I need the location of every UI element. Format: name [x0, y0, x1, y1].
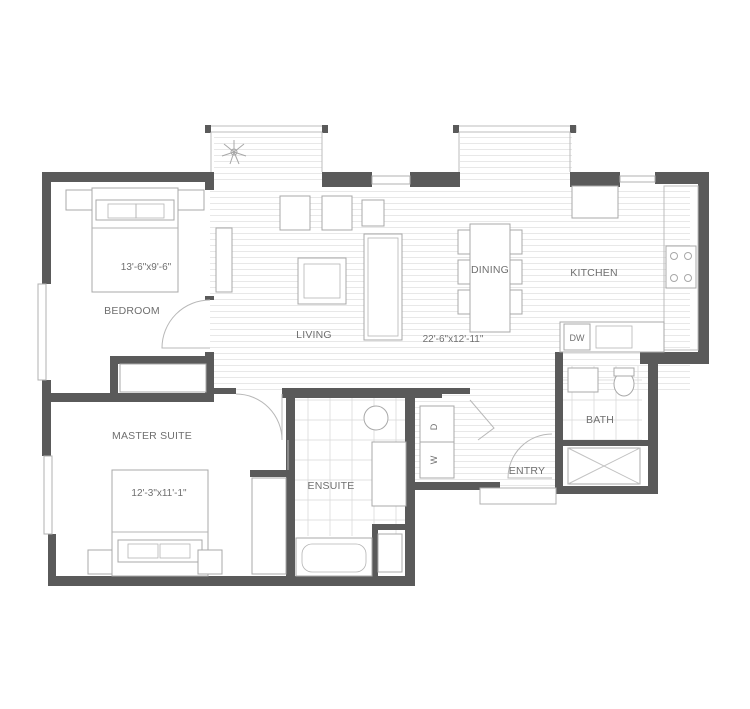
bath-label: BATH — [586, 414, 614, 426]
kitchen-label: KITCHEN — [570, 267, 618, 279]
master-bed — [87, 469, 287, 577]
laundry — [419, 399, 495, 479]
entry-label: ENTRY — [509, 465, 545, 477]
bedroom-bed — [65, 187, 207, 393]
dishwasher-label: DW — [570, 333, 585, 343]
dining-table — [457, 223, 523, 333]
hardwood-floor — [210, 132, 690, 490]
tile-floor — [295, 366, 642, 536]
bath-fixtures — [567, 367, 641, 485]
bedroom-size: 13'-6"x9'-6" — [121, 262, 172, 273]
doors — [161, 299, 553, 479]
ensuite-fixtures — [295, 405, 407, 577]
kitchen-counters — [559, 185, 699, 353]
walls — [42, 172, 709, 586]
windows — [37, 175, 656, 535]
bedroom-label: BEDROOM — [104, 305, 160, 317]
washer-label: W — [429, 455, 439, 464]
living-size: 22'-6"x12'-11" — [423, 334, 484, 345]
dining-label: DINING — [471, 264, 509, 276]
master-suite-label: MASTER SUITE — [112, 430, 192, 442]
living-furniture — [215, 195, 403, 341]
master-suite-size: 12'-3"x11'-1" — [131, 488, 187, 499]
dryer-label: D — [429, 423, 439, 430]
room-labels: 13'-6"x9'-6" BEDROOM LIVING 22'-6"x12'-1… — [104, 262, 618, 499]
living-label: LIVING — [296, 329, 332, 341]
plant-icon — [221, 140, 247, 165]
balcony-railings — [205, 125, 577, 172]
ensuite-label: ENSUITE — [308, 480, 355, 492]
